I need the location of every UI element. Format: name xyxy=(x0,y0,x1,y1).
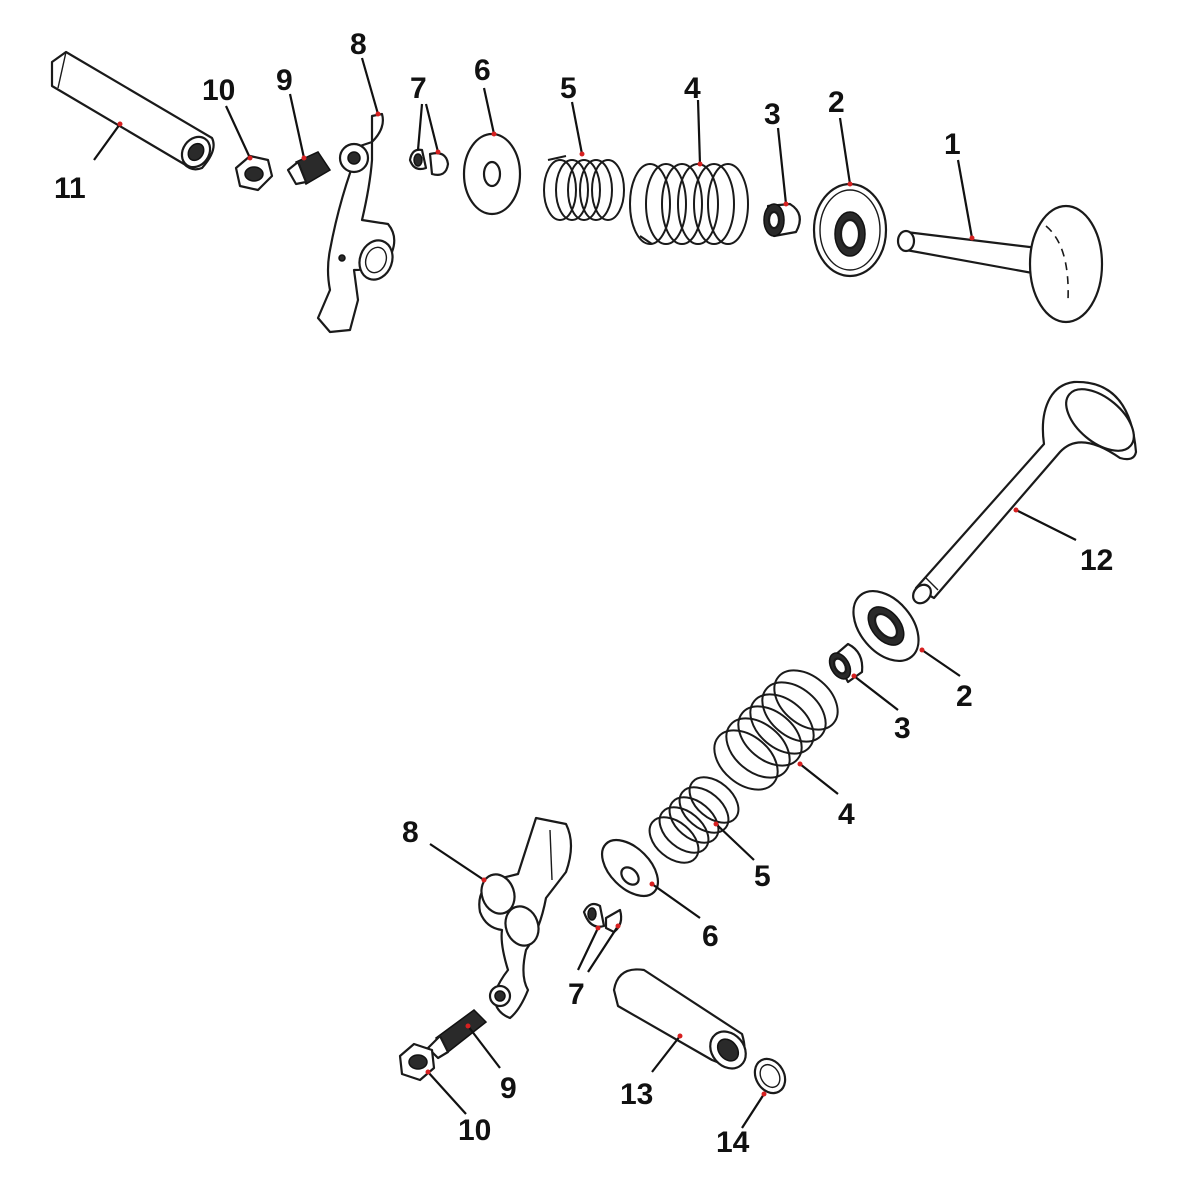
bottom-adjusting-screw xyxy=(426,1009,488,1060)
callout-3-top: 3 xyxy=(764,98,781,131)
callout-1-top: 1 xyxy=(944,128,961,161)
callout-4-top: 4 xyxy=(684,72,701,105)
top-spring-seat xyxy=(812,182,888,278)
callout-7-bottom: 7 xyxy=(568,978,585,1011)
callout-13-bottom: 13 xyxy=(620,1078,653,1111)
callout-labels: 1 2 3 4 5 6 7 8 9 10 11 12 2 3 4 5 6 7 8… xyxy=(54,28,1113,1159)
bottom-spring-seat xyxy=(852,589,920,663)
top-spring-retainer xyxy=(462,132,522,216)
callout-3-bottom: 3 xyxy=(894,712,911,745)
callout-14-bottom: 14 xyxy=(716,1126,750,1159)
bottom-spring-retainer xyxy=(601,839,659,897)
callout-6-bottom: 6 xyxy=(702,920,719,953)
top-rocker-shaft xyxy=(50,50,215,171)
bottom-lock-nut xyxy=(398,1042,436,1082)
callout-12-bottom: 12 xyxy=(1080,544,1113,577)
top-assembly xyxy=(50,50,1104,334)
leader-lines xyxy=(93,57,1077,1129)
top-outer-spring xyxy=(629,163,749,245)
top-inner-spring xyxy=(543,155,625,221)
callout-10-top: 10 xyxy=(202,74,235,107)
callout-2-top: 2 xyxy=(828,86,845,119)
callout-5-bottom: 5 xyxy=(754,860,771,893)
callout-11-top: 11 xyxy=(54,172,86,205)
bottom-assembly xyxy=(398,380,1138,1095)
callout-5-top: 5 xyxy=(560,72,577,105)
bottom-exhaust-valve xyxy=(912,380,1138,605)
top-lock-nut xyxy=(234,154,274,192)
callout-8-top: 8 xyxy=(350,28,367,61)
bottom-o-ring xyxy=(753,1057,787,1095)
top-valve-collets xyxy=(408,148,450,176)
bottom-rocker-arm xyxy=(478,816,573,1020)
callout-9-top: 9 xyxy=(276,64,293,97)
callout-8-bottom: 8 xyxy=(402,816,419,849)
callout-10-bottom: 10 xyxy=(458,1114,491,1147)
top-valve-stem-seal xyxy=(763,202,801,238)
callout-7-top: 7 xyxy=(410,72,427,105)
top-adjusting-screw xyxy=(286,151,332,186)
bottom-outer-spring xyxy=(713,669,839,791)
callout-9-bottom: 9 xyxy=(500,1072,517,1105)
callout-4-bottom: 4 xyxy=(838,798,855,831)
callout-6-top: 6 xyxy=(474,54,491,87)
bottom-inner-spring xyxy=(648,776,740,864)
bottom-rocker-shaft xyxy=(612,968,747,1070)
top-rocker-arm xyxy=(316,112,396,334)
top-intake-valve xyxy=(896,204,1104,324)
bottom-valve-stem-seal xyxy=(828,642,864,684)
callout-2-bottom: 2 xyxy=(956,680,973,713)
